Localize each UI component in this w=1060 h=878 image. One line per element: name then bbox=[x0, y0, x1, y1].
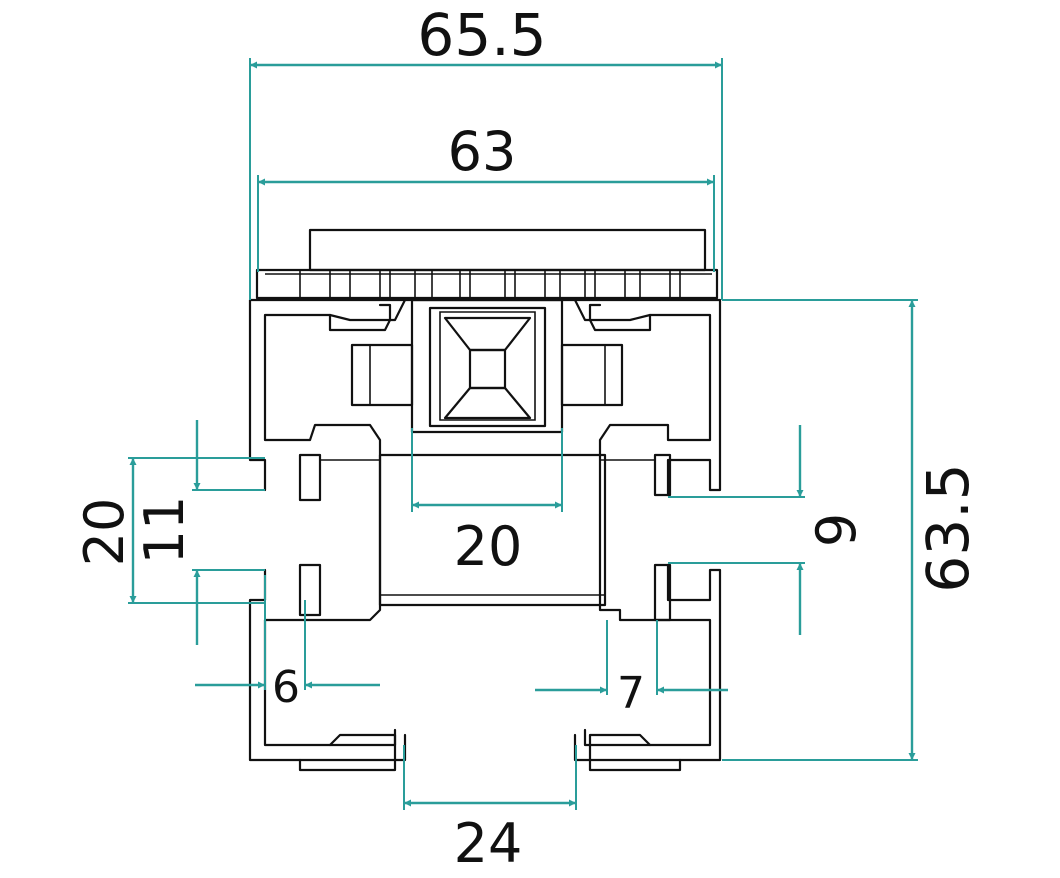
profile-body-outer bbox=[248, 298, 722, 762]
label-overall-height: 63.5 bbox=[914, 463, 982, 592]
label-left-slot-inner: 11 bbox=[133, 496, 196, 565]
profile-outline bbox=[248, 228, 722, 772]
top-left-hook bbox=[328, 303, 392, 332]
serration-teeth bbox=[265, 270, 712, 298]
label-left-wall: 6 bbox=[272, 662, 300, 713]
label-overall-width: 65.5 bbox=[417, 1, 546, 69]
dimension-labels: 65.5 63 20 24 6 7 63.5 9 20 11 bbox=[73, 1, 982, 875]
bottom-left-hook bbox=[298, 733, 397, 772]
top-cap-plate bbox=[308, 228, 707, 272]
center-connector bbox=[350, 298, 624, 434]
profile-body-inner bbox=[263, 298, 712, 747]
label-top-width: 63 bbox=[448, 120, 517, 183]
bottom-right-hook bbox=[588, 733, 682, 772]
label-center-channel: 20 bbox=[454, 515, 523, 578]
label-left-slot-outer: 20 bbox=[73, 498, 136, 567]
label-right-wall: 7 bbox=[617, 668, 645, 719]
label-right-slot: 9 bbox=[805, 513, 868, 547]
top-serrated-strip bbox=[255, 268, 719, 300]
dimension-lines bbox=[128, 58, 918, 810]
label-bottom-opening: 24 bbox=[454, 812, 523, 875]
top-right-hook bbox=[588, 303, 652, 332]
slot-webs bbox=[298, 453, 672, 622]
